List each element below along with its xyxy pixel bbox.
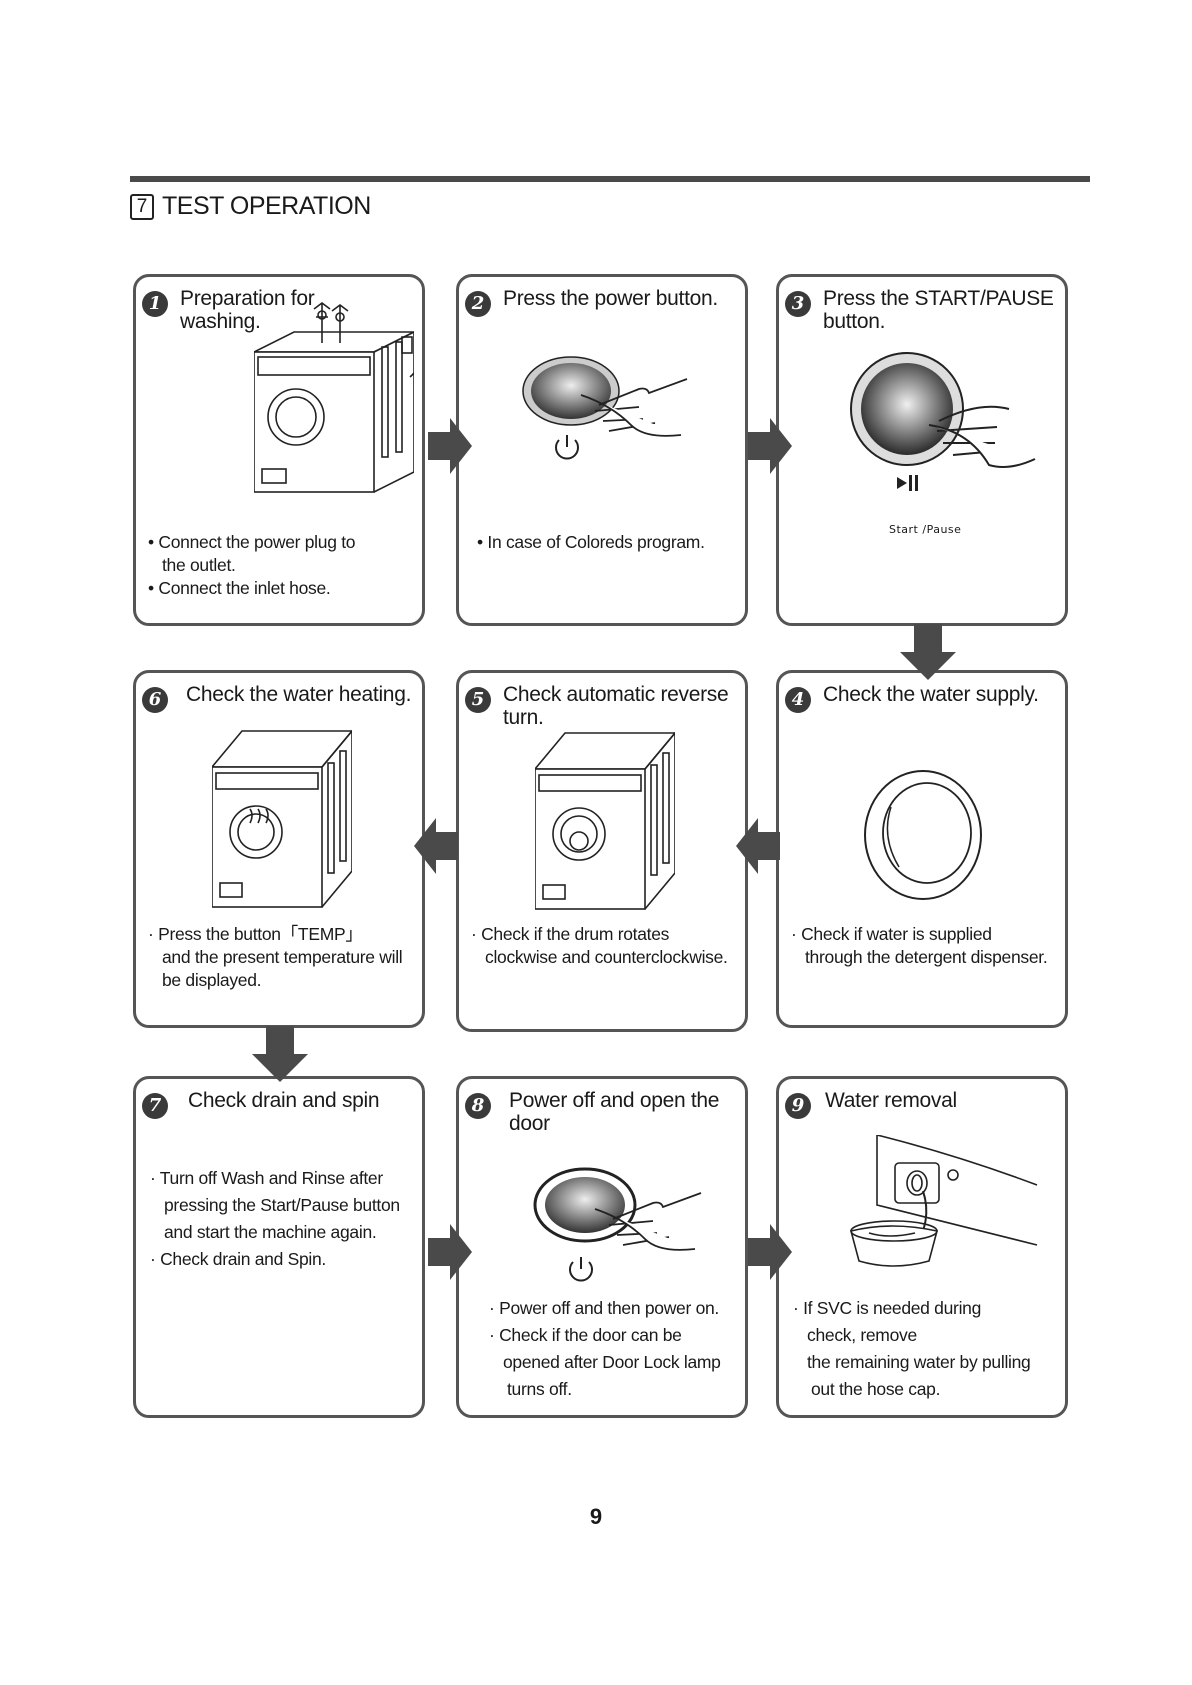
arrow-right-icon [428,418,472,474]
step-notes: · Turn off Wash and Rinse after pressing… [150,1165,414,1273]
note-line: through the detergent dispenser. [805,947,1048,967]
step-title-line: washing. [180,310,261,333]
note-line: check, remove [807,1325,917,1345]
step-card-9: 9 Water removal · If SVC is needed durin… [776,1076,1068,1418]
step-card-4: 4 Check the water supply. · Check if wat… [776,670,1068,1028]
step-card-1: 1 Preparation for washing. • Connect the… [133,274,425,626]
note-line: the outlet. [162,555,236,575]
step-title: Power off and open the door [509,1089,735,1135]
step-card-3: 3 Press the START/PAUSE button. Start /P… [776,274,1068,626]
step-notes: · Check if water is supplied through the… [791,923,1057,969]
step-number-badge: 7 [142,1093,168,1119]
step-title-line: Preparation for [180,287,315,310]
step-number-badge: 6 [142,687,168,713]
note-line: • In case of Coloreds program. [477,532,705,552]
step-title-line: Check drain and spin [188,1089,380,1112]
arrow-right-icon [428,1224,472,1280]
step-title-line: Press the START/PAUSE [823,287,1054,310]
washing-machine-setup-illustration [254,302,414,493]
step-card-8: 8 Power off and open the door · Power of… [456,1076,748,1418]
top-rule [130,176,1090,182]
note-line: clockwise and counterclockwise. [485,947,728,967]
step-card-5: 5 Check automatic reverse turn. · Check … [456,670,748,1032]
step-title-line: Check the water heating. [186,683,412,706]
start-pause-label: Start /Pause [889,523,962,536]
step-number-badge: 3 [785,291,811,317]
step-number-badge: 9 [785,1093,811,1119]
note-line: opened after Door Lock lamp [503,1352,721,1372]
step-number-badge: 8 [465,1093,491,1119]
step-number-badge: 4 [785,687,811,713]
arrow-left-icon [736,818,780,874]
step-title-line: button. [823,310,886,333]
step-card-6: 6 Check the water heating. · Press the b… [133,670,425,1028]
note-line: · Press the button「TEMP」 [148,924,363,944]
note-line: · Power off and then power on. [489,1298,719,1318]
step-notes: · Check if the drum rotates clockwise an… [471,923,737,969]
step-notes: • Connect the power plug to the outlet. … [148,531,414,600]
step-title-line: Power off and open the [509,1089,720,1112]
section-heading: 7 TEST OPERATION [130,192,371,221]
start-pause-button-illustration [850,352,1036,491]
note-line: pressing the Start/Pause button [164,1195,400,1215]
note-line: · Check drain and Spin. [150,1249,326,1269]
note-line: out the hose cap. [811,1379,941,1399]
note-line: and start the machine again. [164,1222,377,1242]
step-notes: · If SVC is needed during check, remove … [793,1295,1057,1403]
step-card-2: 2 Press the power button. • In case of C… [456,274,748,626]
step-title: Check the water supply. [823,683,1055,706]
section-number: 7 [130,193,154,220]
step-notes: • In case of Coloreds program. [477,531,737,554]
step-title: Check automatic reverse turn. [503,683,735,729]
section-title: TEST OPERATION [162,192,371,220]
step-title: Preparation for washing. [180,287,412,333]
note-line: the remaining water by pulling [807,1352,1031,1372]
step-notes: · Power off and then power on. · Check i… [489,1295,737,1403]
page-number: 9 [589,1504,603,1529]
water-removal-illustration [850,1135,1038,1267]
door-ring-illustration [864,770,982,900]
step-title-line: door [509,1112,550,1135]
power-off-button-illustration [533,1167,702,1282]
note-line: be displayed. [162,970,262,990]
note-line: • Connect the power plug to [148,532,356,552]
step-title: Water removal [825,1089,1055,1112]
arrow-right-icon [748,1224,792,1280]
note-line: turns off. [507,1379,572,1399]
note-line: · Check if the drum rotates [471,924,670,944]
step-title-line: turn. [503,706,544,729]
note-line: · Check if the door can be [489,1325,682,1345]
arrow-left-icon [414,818,458,874]
step-title: Press the power button. [503,287,735,310]
step-number-badge: 5 [465,687,491,713]
step-title-line: Water removal [825,1089,957,1112]
arrow-down-icon [900,624,956,680]
step-title-line: Check automatic reverse [503,683,729,706]
step-card-7: 7 Check drain and spin · Turn off Wash a… [133,1076,425,1418]
step-title-line: Press the power button. [503,287,718,310]
step-title: Press the START/PAUSE button. [823,287,1055,333]
washing-machine-drum-illustration [535,731,675,910]
step-number-badge: 2 [465,291,491,317]
step-notes: · Press the button「TEMP」 and the present… [148,923,414,992]
step-title: Check drain and spin [188,1089,412,1112]
arrow-down-icon [252,1026,308,1082]
note-line: and the present temperature will [162,947,403,967]
step-title: Check the water heating. [186,683,412,706]
step-number-badge: 1 [142,291,168,317]
arrow-right-icon [748,418,792,474]
note-line: · Turn off Wash and Rinse after [150,1168,383,1188]
note-line: • Connect the inlet hose. [148,578,331,598]
note-line: · Check if water is supplied [791,924,992,944]
step-title-line: Check the water supply. [823,683,1039,706]
washing-machine-heating-illustration [212,729,352,908]
power-button-illustration [522,356,688,460]
note-line: · If SVC is needed during [793,1298,982,1318]
